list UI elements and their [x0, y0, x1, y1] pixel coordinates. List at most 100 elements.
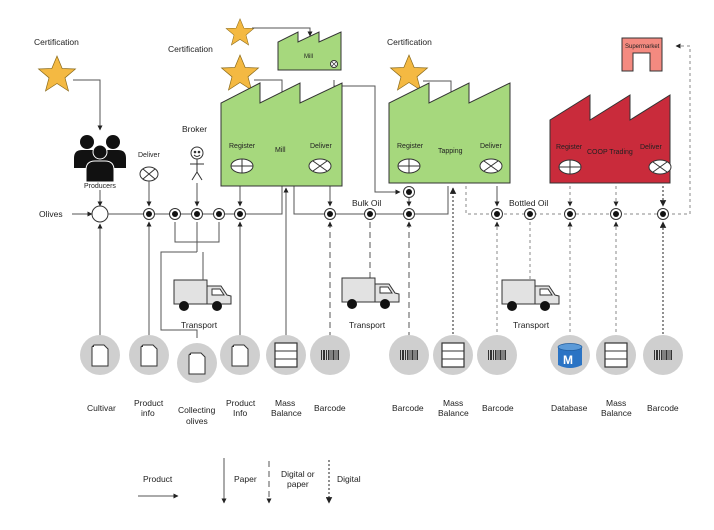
certification-label: Certification: [168, 44, 213, 54]
legend-digital-label: Digital: [337, 474, 361, 484]
deliver-label: Deliver: [640, 144, 662, 151]
resource-product-info[interactable]: Product info: [129, 335, 169, 418]
deliver-label: Deliver: [138, 152, 160, 159]
resource-barcode-2[interactable]: Barcode: [389, 335, 429, 413]
node[interactable]: [143, 208, 155, 220]
certification-link: [252, 27, 313, 37]
node[interactable]: [403, 208, 415, 220]
star-icon: [390, 54, 428, 91]
resource-label: info: [141, 408, 155, 418]
legend-paper-label: Paper: [234, 474, 257, 484]
transport-label: Transport: [181, 320, 218, 330]
broker-label: Broker: [182, 124, 207, 134]
resource-label: Info: [233, 408, 247, 418]
node[interactable]: [524, 208, 536, 220]
supermarket-label: Supermarket: [625, 44, 660, 50]
truck-icon: [341, 277, 400, 310]
register-label: Register: [229, 143, 256, 150]
factory-name: Tapping: [438, 148, 463, 155]
truck-icon: [501, 279, 560, 312]
document-icon: [91, 344, 109, 367]
factory-tapping[interactable]: Register Tapping Deliver: [388, 82, 511, 184]
supermarket[interactable]: Supermarket: [621, 37, 663, 72]
certification-producers: Certification: [34, 37, 103, 131]
deliver-label: Deliver: [480, 143, 502, 150]
ledger-icon: [604, 342, 628, 368]
broker-icon: [190, 146, 204, 181]
resource-collecting-olives[interactable]: Collecting olives: [177, 343, 217, 426]
star-icon: [38, 55, 76, 92]
product-line: [108, 186, 283, 215]
database-icon: M: [557, 343, 583, 368]
resource-database[interactable]: M Database: [550, 335, 590, 413]
resource-label: Product: [134, 398, 164, 408]
star-icon: [221, 54, 259, 91]
resource-label: Barcode: [392, 403, 424, 413]
deliver-label: Deliver: [310, 143, 332, 150]
resource-label: Balance: [271, 408, 302, 418]
legend-digital-or-paper-label-2: paper: [287, 479, 309, 489]
node[interactable]: [324, 208, 336, 220]
resource-barcode-4[interactable]: Barcode: [643, 335, 683, 413]
bottled-oil-line: [465, 43, 691, 215]
resource-label: Collecting: [178, 405, 216, 415]
people-icon: [74, 135, 126, 183]
node[interactable]: [213, 208, 225, 220]
olives-label: Olives: [39, 209, 63, 219]
resource-mass-balance[interactable]: Mass Balance: [266, 335, 306, 418]
register-label: Register: [397, 143, 424, 150]
legend: Product Paper Digital or paper Digital: [138, 458, 361, 504]
node[interactable]: [610, 208, 622, 220]
resource-mass-balance-3[interactable]: Mass Balance: [596, 335, 636, 418]
factory-name: Mill: [275, 147, 286, 154]
node[interactable]: [364, 208, 376, 220]
factory-coop-trading[interactable]: Register COOP Trading Deliver: [549, 94, 672, 184]
resource-product-info-2[interactable]: Product Info: [220, 335, 260, 418]
document-icon: [140, 344, 158, 367]
resource-cultivar[interactable]: Cultivar: [80, 335, 120, 413]
resource-label: Balance: [601, 408, 632, 418]
resource-mass-balance-2[interactable]: Mass Balance: [433, 335, 473, 418]
resource-label: Product: [226, 398, 256, 408]
resource-label: Barcode: [314, 403, 346, 413]
certification-label: Certification: [34, 37, 79, 47]
bulk-oil-label: Bulk Oil: [352, 198, 381, 208]
resource-label: olives: [186, 416, 208, 426]
resource-label: Mass: [606, 398, 626, 408]
merge-node[interactable]: [91, 205, 109, 223]
resource-label: Mass: [443, 398, 463, 408]
node[interactable]: [491, 208, 503, 220]
factory-mill[interactable]: Register Mill Deliver: [220, 82, 343, 187]
node[interactable]: [564, 208, 576, 220]
node[interactable]: [234, 208, 246, 220]
factory-name: COOP Trading: [587, 149, 633, 156]
certification-link: [73, 79, 103, 131]
resource-label: Balance: [438, 408, 469, 418]
database-letter: M: [563, 353, 573, 367]
resource-barcode[interactable]: Barcode: [310, 335, 350, 413]
legend-digital-or-paper-label: Digital or: [281, 469, 315, 479]
node[interactable]: [657, 208, 669, 220]
document-icon: [231, 344, 249, 367]
mill-to-tapping-link: [333, 80, 401, 195]
resource-label: Mass: [275, 398, 295, 408]
factory-name: Mill: [304, 54, 313, 60]
factory-small-mill[interactable]: Mill: [277, 31, 342, 71]
transport-label: Transport: [349, 320, 386, 330]
node[interactable]: [169, 208, 181, 220]
resource-label: Database: [551, 403, 588, 413]
resource-label: Barcode: [482, 403, 514, 413]
certification-label: Certification: [387, 37, 432, 47]
producers-group: Producers: [74, 135, 126, 207]
star-icon: [225, 18, 255, 46]
document-icon: [188, 352, 206, 375]
transport-label: Transport: [513, 320, 550, 330]
ledger-icon: [441, 342, 465, 368]
bottled-oil-label: Bottled Oil: [509, 198, 548, 208]
legend-product-label: Product: [143, 474, 173, 484]
ledger-icon: [274, 342, 298, 368]
resource-barcode-3[interactable]: Barcode: [477, 335, 517, 413]
truck-icon: [173, 279, 232, 312]
node[interactable]: [191, 208, 203, 220]
